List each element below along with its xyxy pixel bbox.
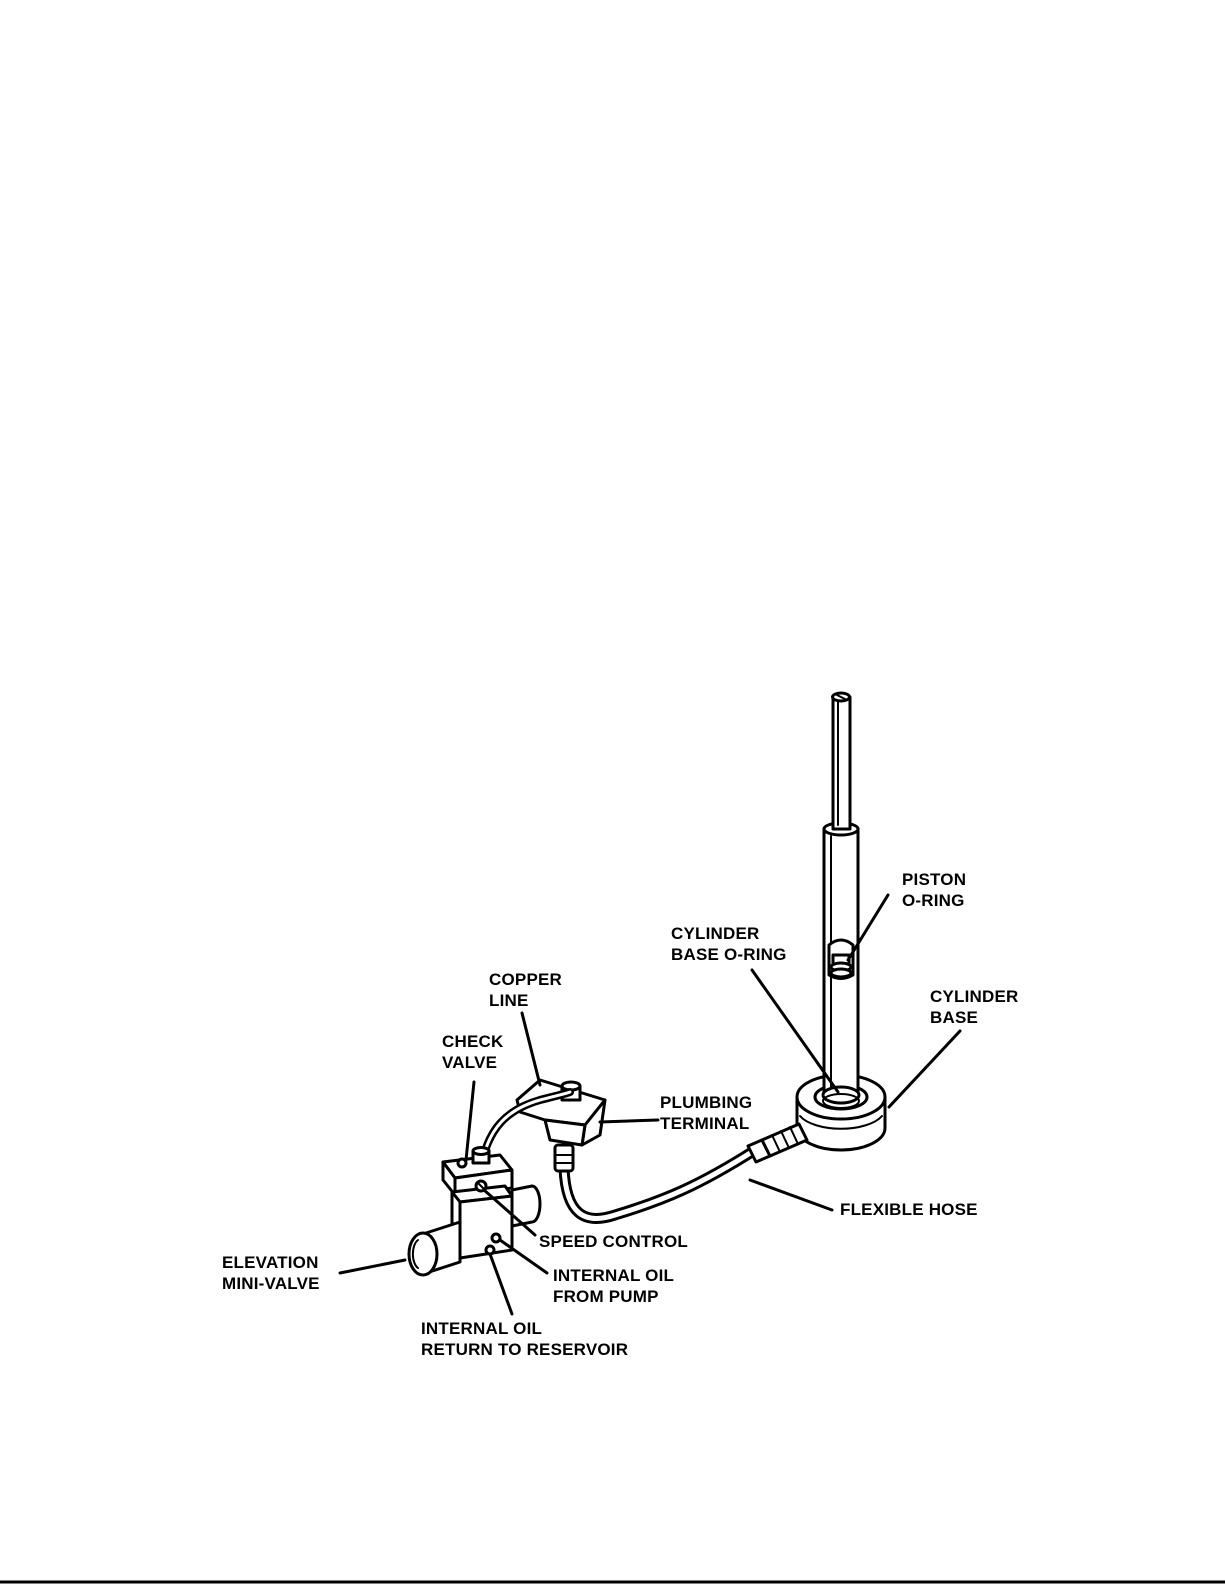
label-internal-oil-return: INTERNAL OIL RETURN TO RESERVOIR — [421, 1319, 628, 1359]
elevation-minivalve — [409, 1222, 460, 1275]
label-elevation-minivalve: ELEVATION MINI-VALVE — [222, 1253, 324, 1293]
label-cylinder-base: CYLINDER BASE — [930, 987, 1023, 1027]
label-cylinder-base-oring: CYLINDER BASE O-RING — [671, 924, 787, 964]
label-plumbing-terminal: PLUMBING TERMINAL — [660, 1093, 757, 1133]
label-internal-oil-from-pump: INTERNAL OIL FROM PUMP — [553, 1266, 679, 1306]
check-valve — [458, 1148, 489, 1168]
label-piston-oring: PISTON O-RING — [902, 870, 971, 910]
label-copper-line: COPPER LINE — [489, 970, 567, 1010]
labels: PISTON O-RING CYLINDER BASE O-RING CYLIN… — [222, 870, 1023, 1359]
hose-fitting — [748, 1124, 807, 1162]
label-check-valve: CHECK VALVE — [442, 1032, 508, 1072]
piston-rod — [833, 693, 851, 829]
label-flexible-hose: FLEXIBLE HOSE — [840, 1200, 978, 1219]
plumbing-terminal — [517, 1080, 605, 1145]
label-speed-control: SPEED CONTROL — [539, 1232, 688, 1251]
